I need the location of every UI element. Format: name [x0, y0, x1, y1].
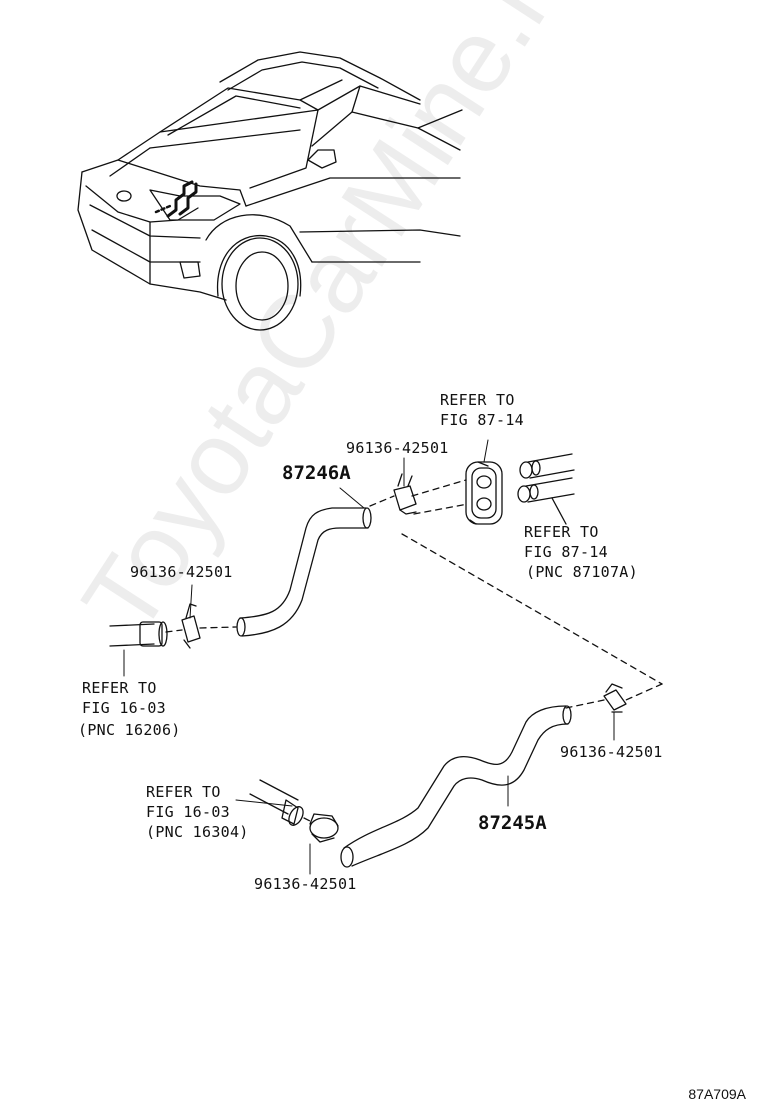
clamp-top-shape: [393, 473, 417, 515]
clamp-left-shape: [181, 603, 201, 649]
ref-upper-line2: FIG 16-03: [82, 699, 166, 717]
pipe-bottom: [249, 779, 304, 826]
ref-upper-line1: REFER TO: [82, 679, 157, 697]
clamp-bottom-shape: [309, 813, 339, 843]
ref-pipes-line2: FIG 87-14: [524, 543, 608, 561]
diagram-code: 87A709A: [688, 1086, 746, 1102]
ref-grommet-line1: REFER TO: [440, 391, 515, 409]
clamp-label-bottom: 96136-42501: [254, 875, 357, 893]
clamp-label-top: 96136-42501: [346, 439, 449, 457]
leader-lines: [123, 439, 615, 875]
ref-pipes-line1: REFER TO: [524, 523, 599, 541]
car-illustration: [77, 51, 463, 331]
ref-grommet-line2: FIG 87-14: [440, 411, 524, 429]
ref-lower-line2: FIG 16-03: [146, 803, 230, 821]
ref-pipes-line3: (PNC 87107A): [526, 563, 638, 581]
pipe-left: [109, 621, 168, 647]
clamp-label-right: 96136-42501: [560, 743, 663, 761]
part-number-upper-hose: 87246A: [282, 462, 351, 484]
ref-upper-line3: (PNC 16206): [78, 721, 181, 739]
upper-hose: [236, 507, 372, 637]
clamp-label-left: 96136-42501: [130, 563, 233, 581]
lower-hose: [340, 705, 572, 868]
ref-lower-line1: REFER TO: [146, 783, 221, 801]
part-number-lower-hose: 87245A: [478, 812, 547, 834]
dashed-lines: [165, 479, 663, 823]
clamp-right-shape: [603, 683, 627, 713]
heater-pipes: [517, 453, 575, 525]
grommet: [465, 461, 503, 525]
ref-lower-line3: (PNC 16304): [146, 823, 249, 841]
